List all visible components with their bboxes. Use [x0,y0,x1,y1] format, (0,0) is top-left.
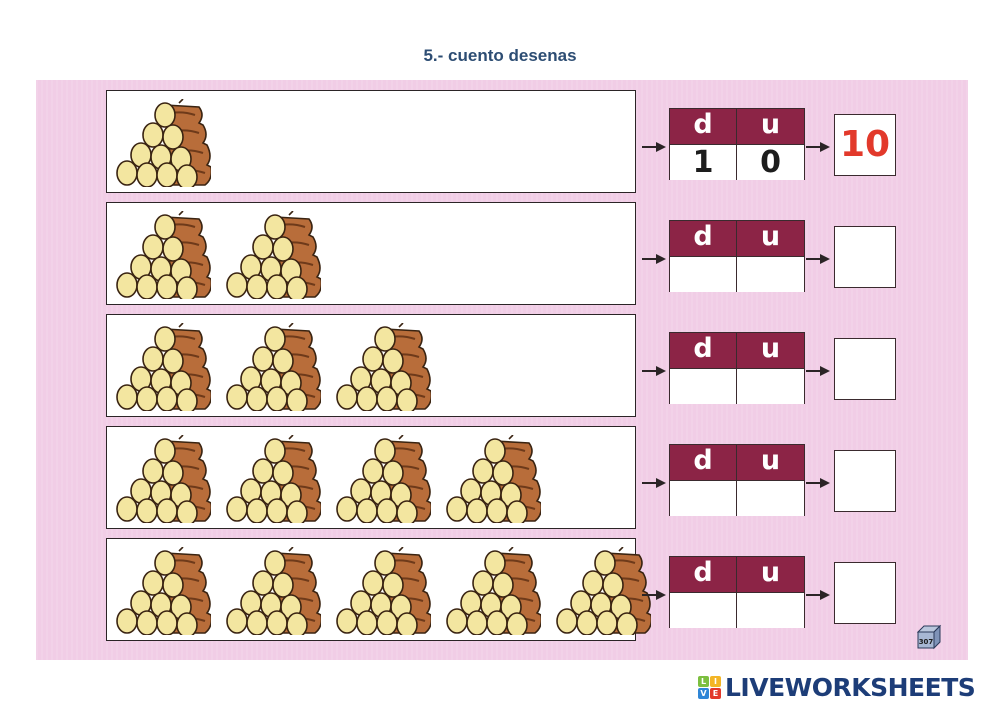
units-input[interactable] [737,480,804,516]
tens-input[interactable] [670,592,737,628]
log-bundle-icon [446,547,541,635]
page-number-cube-icon: 307 [916,624,942,650]
units-input[interactable]: 0 [737,144,804,180]
liveworksheets-brand: L I V E LIVEWORKSHEETS [698,673,976,702]
log-bundle-icon [226,547,321,635]
log-bundle-row [106,538,651,641]
tens-header: d [670,445,737,480]
log-bundle-row [106,202,636,305]
units-header: u [737,445,804,480]
answer-input[interactable] [834,562,896,624]
log-bundle-icon [226,211,321,299]
tens-input[interactable] [670,256,737,292]
log-bundle-row [106,314,636,417]
arrow-right-icon [806,585,830,600]
units-header: u [737,557,804,592]
arrow-right-icon [806,473,830,488]
arrow-right-icon [642,137,666,152]
svg-text:307: 307 [919,638,934,646]
units-header: u [737,221,804,256]
log-bundle-icon [336,435,431,523]
answer-input[interactable] [834,338,896,400]
arrow-right-icon [806,361,830,376]
log-bundles [113,323,431,411]
log-bundle-icon [116,211,211,299]
arrow-right-icon [642,249,666,264]
units-input[interactable] [737,368,804,404]
log-bundle-icon [116,99,211,187]
live-logo-icon: L I V E [698,676,721,699]
page-title: 5.- cuento desenas [423,46,577,65]
log-bundle-icon [116,435,211,523]
tens-header: d [670,109,737,144]
answer-input[interactable]: 10 [834,114,896,176]
tens-input[interactable] [670,368,737,404]
log-bundles [113,211,321,299]
log-bundle-icon [226,323,321,411]
arrow-right-icon [806,249,830,264]
log-bundles [113,435,541,523]
arrow-right-icon [642,585,666,600]
log-bundle-icon [116,547,211,635]
tens-header: d [670,333,737,368]
tens-input[interactable]: 1 [670,144,737,180]
tens-input[interactable] [670,480,737,516]
tens-header: d [670,221,737,256]
units-input[interactable] [737,592,804,628]
log-bundle-icon [226,435,321,523]
log-bundle-row [106,426,636,529]
log-bundles [113,99,211,187]
arrow-right-icon [642,473,666,488]
log-bundle-row [106,90,636,193]
log-bundle-icon [556,547,651,635]
arrow-right-icon [642,361,666,376]
brand-name: LIVEWORKSHEETS [725,673,976,702]
units-header: u [737,333,804,368]
answer-input[interactable] [834,226,896,288]
log-bundles [113,547,651,635]
tens-header: d [670,557,737,592]
units-input[interactable] [737,256,804,292]
log-bundle-icon [336,547,431,635]
log-bundle-icon [116,323,211,411]
log-bundle-icon [336,323,431,411]
log-bundle-icon [446,435,541,523]
answer-input[interactable] [834,450,896,512]
units-header: u [737,109,804,144]
arrow-right-icon [806,137,830,152]
